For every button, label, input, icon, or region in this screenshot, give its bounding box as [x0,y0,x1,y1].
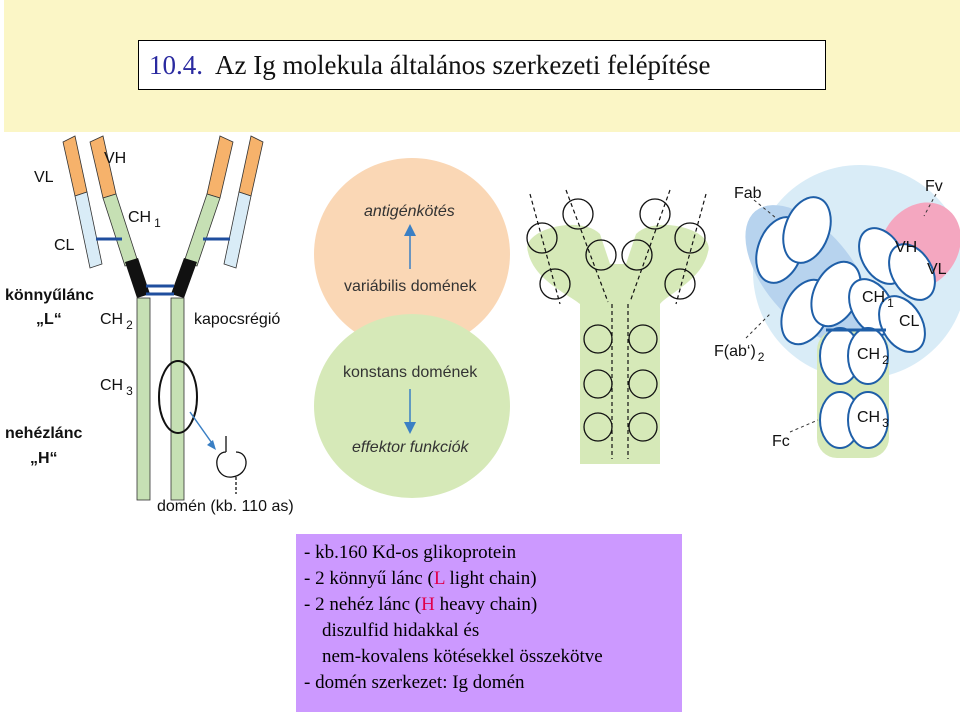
arrow-up-head [404,224,416,236]
label-fab: Fab [734,185,762,202]
label-light-chain: könnyűlánc [5,287,94,304]
loop-domain [664,268,696,300]
function-zones: antigénkötés variábilis domének konstans… [314,158,510,498]
loop-domain [562,198,594,230]
domain-pointer-arrow [189,411,215,447]
left-heavy-chain-ch1 [102,193,139,267]
domain-arrow-head [207,440,216,450]
label-antigen-binding: antigénkötés [364,203,455,220]
right-hinge [171,258,197,298]
label-vh-right: VH [895,239,917,256]
loop-domain [628,324,658,354]
loop-domain [628,412,658,442]
label-vh: VH [104,150,126,167]
title-text: Az Ig molekula általános szerkezeti felé… [215,50,711,80]
fv-pointer [923,193,937,217]
left-heavy-chain-variable [89,135,117,199]
schematic-antibody [62,135,264,501]
left-light-chain-constant [74,191,103,269]
arrow-down-head [404,422,416,434]
label-fab2: F(ab‘)2 [714,343,765,364]
label-heavy-chain-letter: „H“ [30,450,58,467]
label-constant-domains: konstans domének [343,364,478,381]
info-line: diszulfid hidakkal és [322,620,480,641]
left-hinge [125,258,150,298]
oval-domain-vl-right [888,243,936,301]
fab-pointer [753,199,777,219]
loop-antibody-shape [527,224,709,464]
label-fc: Fc [772,433,790,450]
loop-chain-line [675,193,707,305]
fc-pointer [789,419,819,433]
info-line: - 2 könnyű lánc (L light chain) [304,568,537,589]
page-title: 10.4. Az Ig molekula általános szerkezet… [138,40,826,90]
domain-loop-antibody [526,189,709,464]
domain-loop-icon [216,436,247,478]
label-variable-domains: variábilis domének [344,278,478,295]
right-fc-stem [170,297,185,501]
loop-domain [526,222,558,254]
constant-zone [314,314,510,498]
label-cl: CL [54,237,75,254]
left-light-chain-variable [62,135,88,197]
oval-domain-ch2-right [847,327,889,385]
oval-domain-cl-right [878,295,926,353]
loop-domain [585,239,617,271]
right-heavy-chain-variable [206,135,234,199]
loop-chain-line [629,189,671,303]
label-vl-right: VL [927,261,947,278]
info-line: - kb.160 Kd-os glikoprotein [304,542,517,563]
oval-domain-vl-left [782,196,832,264]
right-heavy-chain-ch1 [183,193,221,267]
info-line: - 2 nehéz lánc (H heavy chain) [304,594,538,615]
label-domain: domén (kb. 110 as) [157,498,294,515]
loop-chain-line [529,193,561,305]
label-effector-functions: effektor funkciók [352,439,470,456]
label-cl-right: CL [899,313,920,330]
title-number: 10.4. [149,50,203,80]
label-hinge-region: kapocsrégió [194,311,280,328]
right-light-chain-constant [223,191,252,269]
info-box: - kb.160 Kd-os glikoprotein - 2 könnyű l… [296,534,682,712]
loop-domain [621,239,653,271]
loop-domain [674,222,706,254]
domain-highlight-ellipse [158,360,198,434]
oval-domain-ch3-right [847,391,889,449]
label-heavy-chain: nehézlánc [5,425,82,442]
loop-domain [628,369,658,399]
right-light-chain-variable [238,135,264,197]
label-vl: VL [34,169,54,186]
left-fc-stem [136,297,151,501]
info-line: nem-kovalens kötésekkel összekötve [322,646,603,667]
label-light-chain-letter: „L“ [36,311,62,328]
label-fv: Fv [925,178,943,195]
info-line: - domén szerkezet: Ig domén [304,672,525,693]
loop-chain-line [565,189,609,303]
loop-domain [639,198,671,230]
loop-domain [539,268,571,300]
variable-zone [314,158,510,350]
